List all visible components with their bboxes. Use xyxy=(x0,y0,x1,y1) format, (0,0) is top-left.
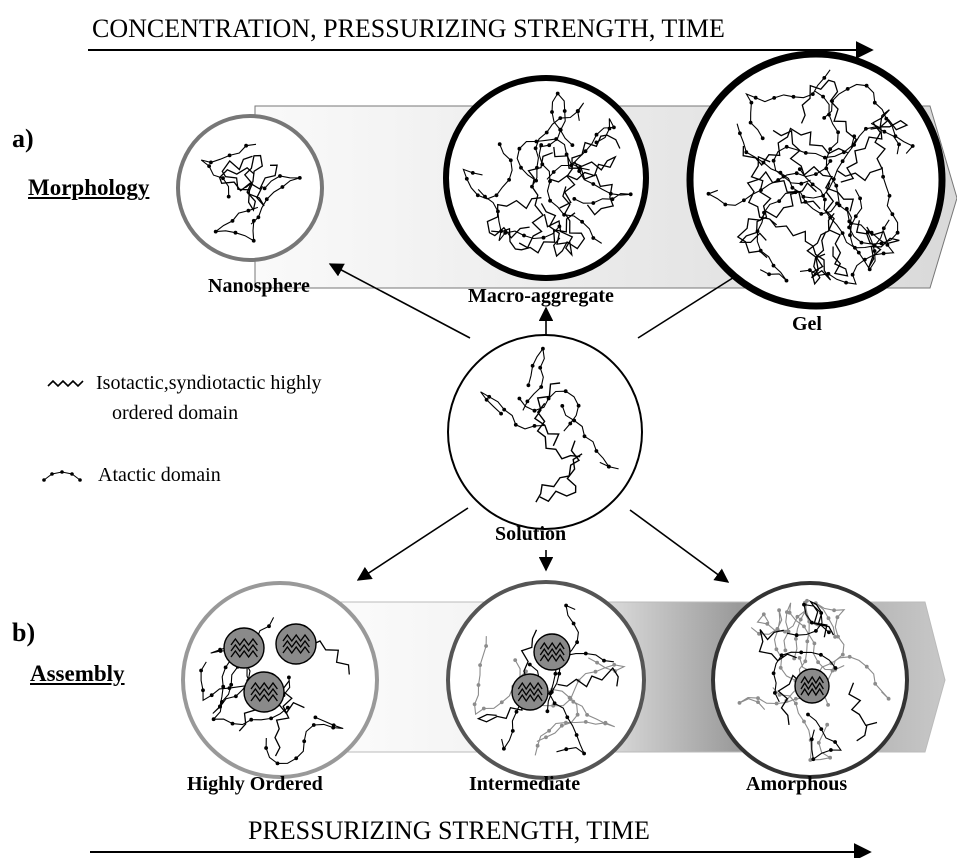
legend-dotted-chain-icon xyxy=(42,470,82,482)
bottom-axis-label: PRESSURIZING STRENGTH, TIME xyxy=(248,818,650,844)
highly-ordered-label: Highly Ordered xyxy=(187,774,323,794)
arrow-to-amorphous xyxy=(630,510,728,582)
section-b-title: Assembly xyxy=(30,662,125,685)
solution-label: Solution xyxy=(495,524,566,544)
section-a-letter: a) xyxy=(12,126,34,152)
intermediate-circle xyxy=(448,582,644,778)
top-axis-label: CONCENTRATION, PRESSURIZING STRENGTH, TI… xyxy=(92,16,725,42)
amorphous-label: Amorphous xyxy=(746,774,847,794)
legend-atactic: Atactic domain xyxy=(98,465,221,485)
macro-aggregate-label: Macro-aggregate xyxy=(468,286,614,306)
section-a-title: Morphology xyxy=(28,176,149,199)
gel-label: Gel xyxy=(792,314,822,334)
arrow-to-highly-ordered xyxy=(358,508,468,580)
intermediate-label: Intermediate xyxy=(469,774,580,794)
nanosphere-label: Nanosphere xyxy=(208,276,310,296)
legend-zigzag-icon xyxy=(48,381,83,386)
legend-ordered-line1: Isotactic,syndiotactic highly xyxy=(96,373,322,393)
section-b-letter: b) xyxy=(12,620,35,646)
macro-aggregate-circle xyxy=(446,78,646,278)
legend-ordered-line2: ordered domain xyxy=(112,403,238,423)
